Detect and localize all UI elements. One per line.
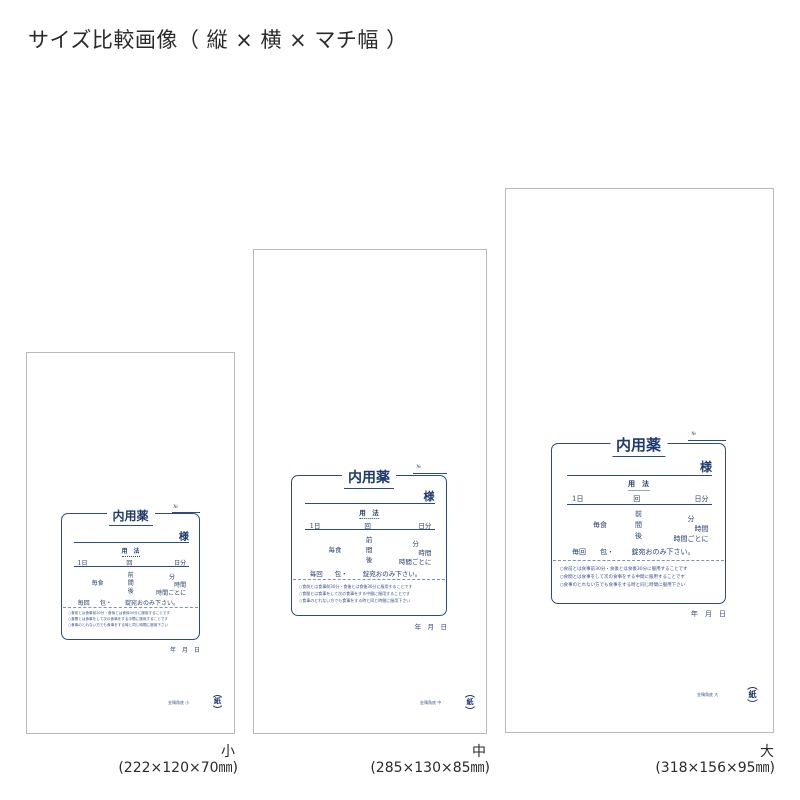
- paper-logo-icon: 紙: [463, 695, 477, 709]
- recipient-suffix: 様: [178, 532, 189, 543]
- recipient-suffix: 様: [423, 490, 435, 503]
- usage-heading: 用 法: [628, 479, 649, 491]
- brand-small: 金鵄角底 小: [168, 700, 190, 705]
- date-field: 年 月 日: [169, 647, 200, 654]
- prescription-label-medium: 内用薬 № 様 用 法 1日 回 日分 毎食 前 間 後 分 時間 時間ごとに …: [291, 462, 447, 631]
- bag-large: [505, 188, 774, 733]
- size-label-medium: 中: [472, 744, 486, 760]
- recipient-suffix: 様: [699, 460, 712, 474]
- paper-logo-icon: 紙: [745, 687, 760, 702]
- dimensions-small: (222×120×70㎜): [118, 760, 238, 776]
- date-field: 年 月 日: [414, 623, 448, 631]
- dimensions-large: (318×156×95㎜): [655, 760, 775, 776]
- size-label-small: 小: [221, 744, 235, 760]
- number-field: №: [416, 464, 421, 470]
- prescription-label-large: 内用薬 № 様 用 法 1日 回 日分 毎食 前 間 後 分 時間 時間ごとに …: [551, 428, 726, 618]
- number-field: №: [691, 431, 696, 437]
- prescription-label-small: 内用薬 № 様 用 法 1日 回 日分 毎食 前 間 後 分 時間 時間ごとに …: [61, 500, 200, 654]
- size-label-large: 大: [760, 744, 774, 760]
- bag-medium: [253, 249, 487, 734]
- number-field: №: [173, 504, 178, 510]
- usage-heading: 用 法: [359, 509, 379, 519]
- label-heading: 内用薬: [609, 434, 668, 457]
- date-field: 年 月 日: [691, 610, 726, 618]
- label-heading: 内用薬: [342, 467, 396, 489]
- page-title: サイズ比較画像（ 縦 × 横 × マチ幅 ）: [28, 28, 408, 52]
- label-heading: 内用薬: [106, 507, 155, 526]
- usage-heading: 用 法: [121, 548, 140, 557]
- bag-small: [26, 352, 235, 734]
- dimensions-medium: (285×130×85㎜): [370, 760, 490, 776]
- brand-large: 金鵄角底 大: [697, 692, 719, 697]
- brand-medium: 金鵄角底 中: [420, 700, 442, 705]
- paper-logo-icon: 紙: [211, 695, 224, 708]
